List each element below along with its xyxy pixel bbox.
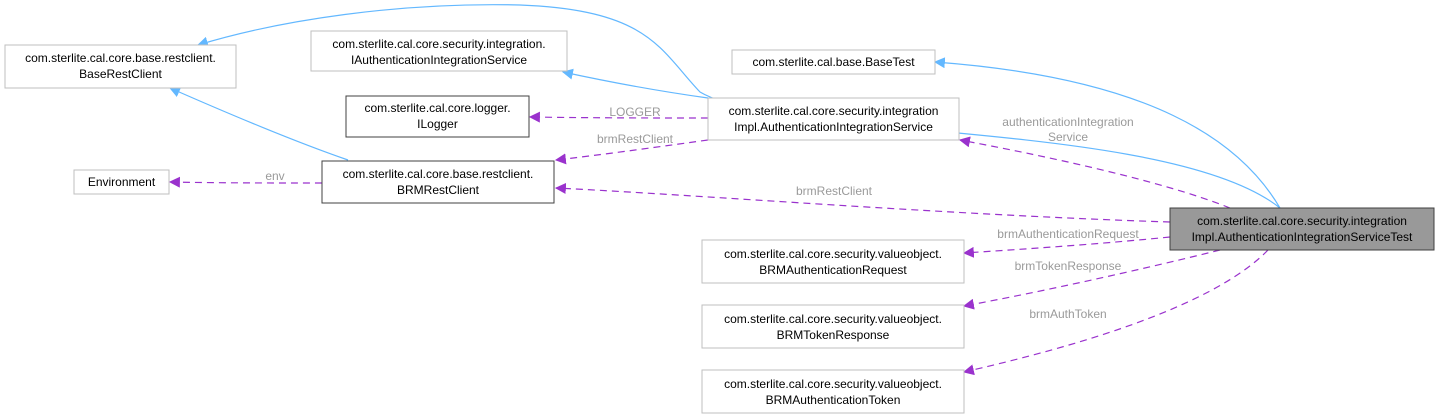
node-brm-token-response[interactable]: com.sterlite.cal.core.security.valueobje… [701, 304, 965, 349]
edge-label-brmrestclient-2: brmRestClient [796, 184, 873, 198]
node-label-line: com.sterlite.cal.core.security.valueobje… [724, 377, 942, 391]
edge-test-to-baserestclient [196, 4, 1281, 209]
node-label-line: com.sterlite.cal.core.base.restclient. [343, 167, 534, 181]
node-label-line: BRMAuthenticationToken [766, 393, 901, 407]
node-brm-rest-client[interactable]: com.sterlite.cal.core.base.restclient. B… [321, 160, 555, 204]
node-authentication-integration-service-test[interactable]: com.sterlite.cal.core.security.integrati… [1169, 207, 1435, 251]
node-label-line: Impl.AuthenticationIntegrationService [734, 120, 933, 134]
edge-label-brmauthrequest: brmAuthenticationRequest [997, 227, 1139, 241]
edge-brmrestclient-to-baserestclient [168, 86, 349, 161]
edge-label-brmtokenresponse: brmTokenResponse [1015, 259, 1122, 273]
edge-authservice-to-ilogger [528, 111, 709, 123]
node-label-line: BaseRestClient [79, 67, 162, 81]
edge-authservice-to-iauth [561, 68, 709, 99]
node-label-line: IAuthenticationIntegrationService [351, 53, 527, 67]
node-authentication-integration-service[interactable]: com.sterlite.cal.core.security.integrati… [707, 97, 960, 141]
node-label-line: Impl.AuthenticationIntegrationServiceTes… [1192, 230, 1413, 244]
edge-label-brmauthtoken: brmAuthToken [1029, 307, 1106, 321]
node-label-line: BRMTokenResponse [777, 328, 890, 342]
edge-label-env: env [265, 169, 284, 183]
edge-test-to-brmtokenresponse [962, 249, 1221, 310]
node-label-line: BRMRestClient [397, 183, 480, 197]
node-iauthentication-integration-service[interactable]: com.sterlite.cal.core.security.integrati… [310, 30, 568, 72]
edge-test-to-brmauthtoken [962, 249, 1269, 376]
node-label-line: com.sterlite.cal.base.BaseTest [752, 55, 915, 69]
node-label-line: com.sterlite.cal.core.base.restclient. [25, 51, 216, 65]
edge-label-brmrestclient-1: brmRestClient [597, 132, 674, 146]
edge-label-logger: LOGGER [609, 105, 661, 119]
node-label-line: com.sterlite.cal.core.security.valueobje… [724, 247, 942, 261]
node-brm-authentication-token[interactable]: com.sterlite.cal.core.security.valueobje… [701, 369, 965, 414]
node-label-line: Environment [88, 175, 156, 189]
edge-test-to-basetest [933, 57, 1281, 209]
edge-authservice-to-brmrestclient [554, 139, 709, 165]
node-label-line: com.sterlite.cal.core.logger. [364, 101, 510, 115]
edge-brmrestclient-to-environment [168, 176, 323, 188]
node-label-line: com.sterlite.cal.core.security.integrati… [332, 37, 545, 51]
node-base-test[interactable]: com.sterlite.cal.base.BaseTest [731, 49, 936, 75]
node-label-line: BRMAuthenticationRequest [759, 263, 907, 277]
node-brm-authentication-request[interactable]: com.sterlite.cal.core.security.valueobje… [701, 239, 965, 284]
node-label-line: com.sterlite.cal.core.security.integrati… [729, 104, 939, 118]
edge-labels: LOGGER brmRestClient env authenticationI… [265, 105, 1139, 321]
node-label-line: com.sterlite.cal.core.security.integrati… [1197, 214, 1407, 228]
usage-edges [168, 111, 1269, 376]
node-base-rest-client[interactable]: com.sterlite.cal.core.base.restclient. B… [4, 44, 237, 89]
edge-label-authintegration-line2: Service [1048, 130, 1088, 144]
inheritance-edges [168, 4, 1281, 209]
edge-test-to-brmauthrequest [962, 236, 1171, 258]
node-label-line: com.sterlite.cal.core.security.valueobje… [724, 312, 942, 326]
edge-label-authintegration-line1: authenticationIntegration [1002, 115, 1133, 129]
node-label-line: ILogger [417, 117, 458, 131]
node-ilogger[interactable]: com.sterlite.cal.core.logger. ILogger [345, 95, 530, 138]
node-environment[interactable]: Environment [73, 169, 170, 195]
edge-test-to-authservice [958, 136, 1231, 209]
